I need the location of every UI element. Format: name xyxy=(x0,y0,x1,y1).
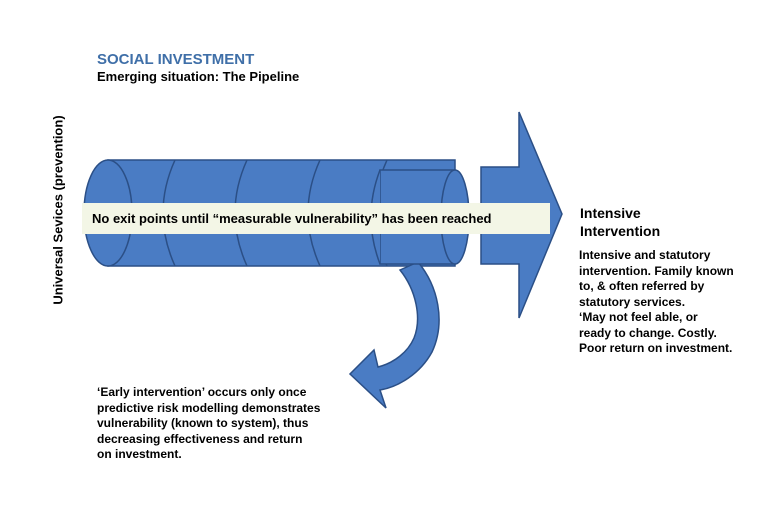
exit-points-banner: No exit points until “measurable vulnera… xyxy=(82,203,550,234)
diagram-subtitle: Emerging situation: The Pipeline xyxy=(97,69,300,84)
intensive-intervention-description: Intensive and statutory intervention. Fa… xyxy=(579,248,734,355)
early-intervention-description: ‘Early intervention’ occurs only once pr… xyxy=(97,385,321,461)
diagram-title: SOCIAL INVESTMENT xyxy=(97,51,255,68)
early-intervention-curved-arrow xyxy=(348,261,440,409)
intensive-intervention-title: Intensive Intervention xyxy=(580,205,661,239)
exit-points-text: No exit points until “measurable vulnera… xyxy=(92,211,492,226)
